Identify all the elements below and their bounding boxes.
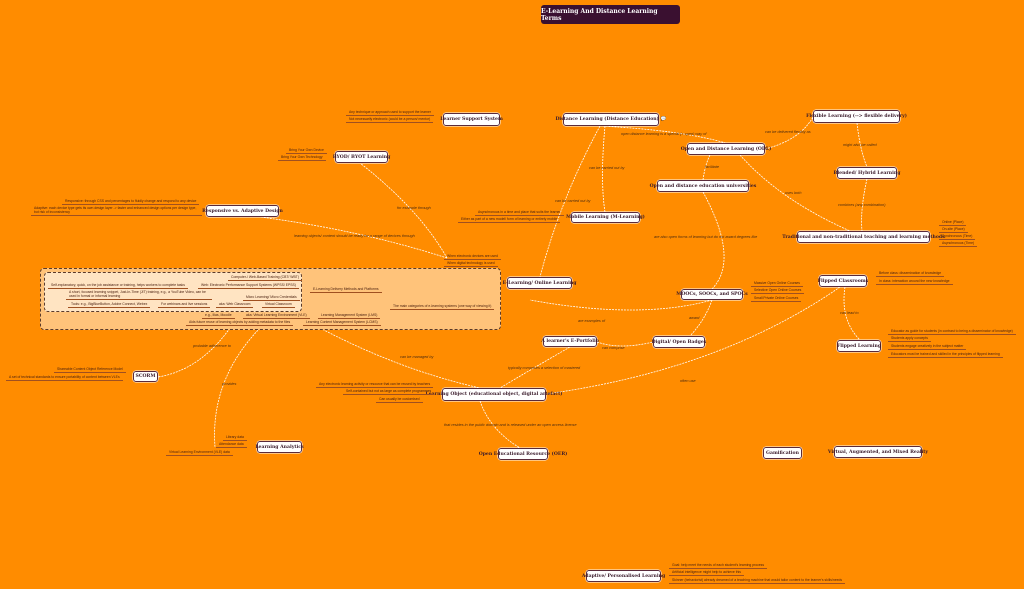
leaf: Students engage creatively in the subjec… [888, 344, 967, 350]
leaf: For webinars and live sessions [158, 302, 211, 308]
leaf: aka: Web Classroom [216, 302, 254, 308]
leaf: Any electronic learning activity or reso… [316, 382, 434, 388]
edge-label: facilitate [705, 165, 719, 169]
leaf: Virtual Classroom [262, 302, 295, 308]
node-byod-learning[interactable]: BYOD/ BYOT Learning [333, 151, 390, 163]
node-learning-object[interactable]: Learning Object (educational object, dig… [426, 388, 562, 401]
leaf: Educators must be trained and skilled in… [888, 352, 1003, 358]
leaf: Learning Management System (LMS) [318, 313, 381, 319]
node-flexible-learning[interactable]: Flexible Learning (--> flexible delivery… [806, 110, 907, 123]
edge-label: that resides in the public domain and is… [444, 423, 577, 427]
edge-label: might also be called [843, 143, 877, 147]
edge-label: can lead to [840, 311, 859, 315]
node-scorm[interactable]: SCORM [133, 371, 158, 382]
leaf: The main categories of e-learning system… [390, 304, 495, 310]
node-label: Distance Learning (Distance Education) [555, 117, 659, 122]
leaf: Attendance data [216, 442, 247, 448]
leaf: Synchronous (Time) [939, 234, 976, 240]
leaf: Responsive: through CSS and percentages … [62, 199, 200, 205]
leaf: Self-explanatory, quick, on the job assi… [48, 283, 188, 289]
leaf: Aids future reuse of learning objects by… [186, 320, 294, 326]
edge-label: can be managed by [400, 355, 434, 359]
leaf: e.g., Ilias, Moodle [202, 313, 235, 319]
leaf: Virtual Learning Environment (VLE) data [166, 450, 233, 456]
leaf: Bring Your Own Technology [278, 155, 326, 161]
leaf: When electronic devices are used [444, 254, 501, 260]
leaf: A short, focused learning snippet, Just-… [66, 290, 212, 300]
leaf: Goal: help meet the needs of each studen… [669, 563, 768, 569]
node-blended-learning[interactable]: Blended/ Hybrid Learning [834, 167, 900, 179]
edge-label: combines (any combination) [838, 203, 886, 207]
leaf: Shareable Content Object Reference Model [54, 367, 126, 373]
node-learning-analytics[interactable]: Learning Analytics [255, 441, 304, 453]
edge-label: are also open forms of learning but do n… [654, 235, 758, 239]
leaf: Self-contained but not as large as compl… [343, 389, 435, 395]
leaf: Library data [223, 435, 247, 441]
node-adaptive-learning[interactable]: Adaptive/ Personalised Learning [582, 570, 665, 582]
edge-label: often use [680, 379, 696, 383]
leaf: Tools: e.g., BigBlueButton, Adobe Connec… [68, 302, 151, 308]
edge-label: for example through [397, 206, 431, 210]
leaf: Bring Your Own Device [286, 148, 327, 154]
node-distance-learning[interactable]: Distance Learning (Distance Education)💬 [555, 113, 667, 126]
edge-label: provides [222, 382, 237, 386]
leaf: Artificial intelligence might help to ac… [669, 570, 744, 576]
edge-label: can be carried out by [589, 166, 625, 170]
leaf: Micro Learning/ Micro Credentials [243, 295, 300, 301]
leaf: Educator as guide for students (in contr… [888, 329, 1016, 335]
page-title: E-Learning And Distance Learning Terms [541, 5, 680, 24]
edge-label: typically comprises a selection of maste… [508, 366, 581, 370]
leaf: Can usually be customised [376, 397, 423, 403]
leaf: Massive Open Online Courses [751, 281, 803, 287]
delivery-methods-box [44, 272, 302, 312]
leaf: Before class: dissemination of knowledge [876, 271, 945, 277]
edge-label: are examples of [578, 319, 606, 323]
leaf: Not necessarily electronic (could be a p… [346, 117, 434, 123]
edge-label: uses both [785, 191, 802, 195]
node-odl[interactable]: Open and Distance Learning (ODL) [681, 143, 771, 155]
leaf: On-site (Place) [939, 227, 968, 233]
edge-label: can comprise [602, 346, 625, 350]
leaf: Skinner (behaviorist) already dreamed of… [669, 578, 846, 584]
leaf: aka: Virtual Learning Environment (VLE) [243, 313, 310, 319]
leaf: Asynchronous (Time) [939, 241, 978, 247]
leaf: In class: interaction around the new kno… [876, 279, 953, 285]
leaf: Selective Open Online Courses [751, 288, 805, 294]
comment-icon[interactable]: 💬 [660, 117, 667, 122]
leaf: Any technique or approach used to suppor… [346, 110, 434, 116]
node-vr[interactable]: Virtual, Augmented, and Mixed Reality [828, 446, 928, 458]
leaf: Computer-/ Web-Based Training (CBT/ WBT) [228, 275, 302, 281]
leaf: Web: Electronic Performance Support Syst… [198, 283, 299, 289]
leaf: E-Learning Delivery Methods and Platform… [310, 287, 382, 293]
node-badges[interactable]: Digital/ Open Badges [652, 336, 706, 348]
node-universities[interactable]: Open and distance education universities [650, 180, 756, 192]
edge-label: learning objects/ content should be read… [294, 234, 415, 238]
node-gamification[interactable]: Gamification [763, 447, 802, 459]
leaf: Students apply concepts [888, 336, 931, 342]
edge-label: award [689, 316, 700, 320]
edge-label: open distance learning is a special (= o… [621, 132, 707, 136]
leaf: Small Private Online Courses [751, 296, 802, 302]
node-learner-support-system[interactable]: Learner Support System [440, 113, 503, 126]
node-flipped-learning[interactable]: Flipped Learning [837, 340, 881, 352]
leaf: Either as part of a new model/ form of l… [458, 217, 561, 223]
node-responsive-adaptive[interactable]: Responsive vs. Adaptive Design [202, 205, 283, 217]
edge-label: probable adherence to [193, 344, 231, 348]
leaf: Asynchronous in a time and place that su… [475, 210, 564, 216]
leaf: Online (Place) [939, 220, 967, 226]
node-oer[interactable]: Open Educational Resource (OER) [479, 448, 567, 460]
node-moocs[interactable]: MOOCs, SOOCs, and SPOCs [676, 289, 748, 300]
leaf: Adaptive: each device type gets its own … [31, 206, 202, 216]
leaf: Learning Content Management System (LCMS… [303, 320, 381, 326]
node-flipped-classrooms[interactable]: Flipped Classrooms [818, 275, 868, 287]
leaf: A set of technical standards to ensure p… [6, 375, 123, 381]
node-traditional-methods[interactable]: Traditional and non-traditional teaching… [782, 231, 945, 243]
node-mobile-learning[interactable]: Mobile Learning (M-Learning) [566, 212, 645, 223]
edge-label: can be carried out by [555, 199, 591, 203]
leaf: When digital technology is used [444, 261, 498, 267]
node-elearning[interactable]: E-Learning/ Online Learning [503, 277, 576, 289]
node-eportfolio[interactable]: A learner's E-Portfolio [541, 336, 599, 347]
edge-label: can be delivered flexibly as [765, 130, 811, 134]
